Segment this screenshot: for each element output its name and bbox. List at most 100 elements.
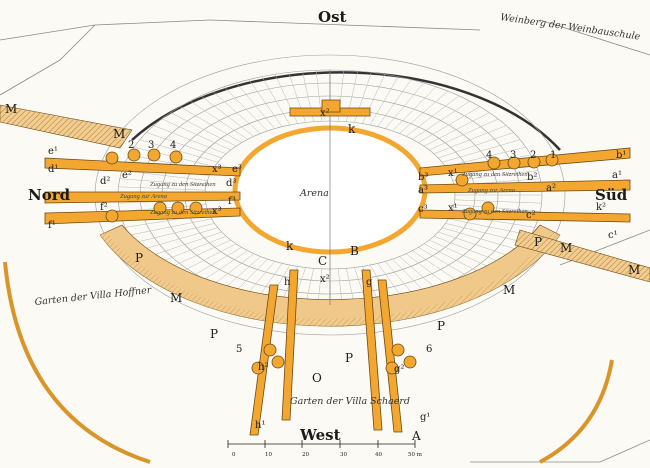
label-c: C [318, 254, 327, 268]
label-2: 2 [128, 140, 134, 151]
label-corridor: Zugang zu den Sitzreihen [150, 209, 216, 216]
stair-knot [105, 209, 119, 223]
seat-radial-line [146, 231, 222, 258]
seat-radial-line [445, 146, 526, 167]
label-m: M [560, 241, 572, 255]
label-garten-hoffner: Garten der Villa Hoffner [34, 285, 153, 308]
scale-tick: 30 [340, 452, 347, 458]
seat-radial-line [429, 118, 499, 151]
seat-radial-line [118, 186, 206, 191]
scale-tick: 10 [265, 452, 272, 458]
label-weinberg: Weinberg der Weinbauschule [500, 12, 642, 43]
label-4: 4 [486, 150, 492, 161]
label-p: P [437, 319, 445, 333]
seat-radial-line [134, 223, 215, 244]
seat-radial-line [248, 79, 283, 127]
stair-knot [527, 155, 541, 169]
label-x2: x² [320, 108, 330, 119]
label-c2: c² [526, 210, 536, 221]
label-p: P [135, 251, 143, 265]
stair-knot [263, 343, 277, 357]
label-x1: x¹ [448, 168, 458, 179]
seat-radial-line [418, 106, 481, 143]
seat-radial-line [399, 90, 448, 134]
label-1: 1 [550, 150, 556, 161]
label-corridor: Zugang zur Arena [468, 187, 515, 194]
seat-radial-line [423, 112, 490, 147]
seat-radial-line [442, 139, 521, 163]
stair-knot [105, 151, 119, 165]
stair-knot [487, 156, 501, 170]
garden-arcs [3, 261, 614, 464]
label-p: P [210, 327, 218, 341]
labels: Ost Nord Süd West Arena Weinberg der Wei… [5, 8, 641, 458]
label-h1: h¹ [255, 420, 265, 431]
stair-knot [385, 361, 399, 375]
label-k: k [348, 122, 356, 136]
seat-radial-line [139, 139, 218, 163]
label-d3: d³ [226, 178, 236, 189]
stair-knot [251, 361, 265, 375]
seat-radial-line [153, 235, 227, 265]
label-p: P [345, 351, 353, 365]
label-garten-schaerd: Garten der Villa Schaerd [290, 396, 410, 407]
label-g: g [366, 277, 373, 288]
seat-radial-line [392, 86, 437, 132]
stair-knot [463, 207, 477, 221]
seat-radial-line [261, 76, 291, 126]
stair-knot [189, 201, 203, 215]
label-nord: Nord [28, 186, 71, 204]
label-x2: x² [320, 274, 330, 285]
label-a3: a³ [418, 185, 428, 196]
seat-radial-line [438, 231, 514, 258]
seat-radial-line [385, 82, 424, 129]
seat-radial-line [377, 79, 412, 127]
seat-radial-line [405, 95, 460, 137]
label-b2: b² [527, 172, 537, 183]
seat-radial-line [122, 170, 208, 181]
label-m: M [5, 102, 17, 116]
seat-radial-line [170, 112, 237, 147]
label-k2: k² [596, 202, 606, 213]
seat-radial-line [453, 204, 541, 212]
label-h2: h² [258, 362, 268, 373]
label-x3: x³ [212, 206, 222, 217]
seat-radial-line [412, 100, 470, 140]
label-c1: c¹ [608, 230, 618, 241]
seat-radial-line [200, 95, 255, 137]
label-f2: f² [100, 202, 108, 213]
stair-knot [271, 355, 285, 369]
seat-radial-line [153, 125, 227, 155]
stair-knots [105, 148, 559, 375]
label-arena: Arena [299, 188, 329, 199]
label-sued: Süd [595, 186, 628, 204]
outer-ring-band-hatch [100, 232, 560, 327]
label-m: M [503, 283, 515, 297]
label-3: 3 [510, 150, 516, 161]
outer-wall-arc [131, 71, 561, 151]
stair-knot [169, 150, 183, 164]
label-h: h [284, 277, 291, 288]
label-c3: c³ [418, 204, 428, 215]
scale-tick: 40 [375, 452, 382, 458]
m-corridors [0, 104, 650, 283]
seat-radial-line [433, 125, 507, 155]
label-g2: g² [394, 364, 404, 375]
seat-radial-line [448, 218, 531, 236]
stair-knot [391, 343, 405, 357]
label-a2: a² [546, 183, 556, 194]
seat-radial-line [442, 227, 521, 251]
label-4: 4 [170, 140, 176, 151]
label-corridor: Zugang zu den Sitzreihen [150, 181, 216, 188]
seat-radial-line [190, 100, 248, 140]
stair-knot [147, 148, 161, 162]
label-f3: f³ [228, 196, 236, 207]
seat-radial-line [438, 132, 514, 159]
stair-knot [507, 156, 521, 170]
seat-radial-line [369, 76, 399, 126]
label-b: B [350, 244, 359, 258]
label-e3: e³ [232, 164, 242, 175]
label-x1: x¹ [448, 203, 458, 214]
seat-radial-line [161, 118, 231, 151]
